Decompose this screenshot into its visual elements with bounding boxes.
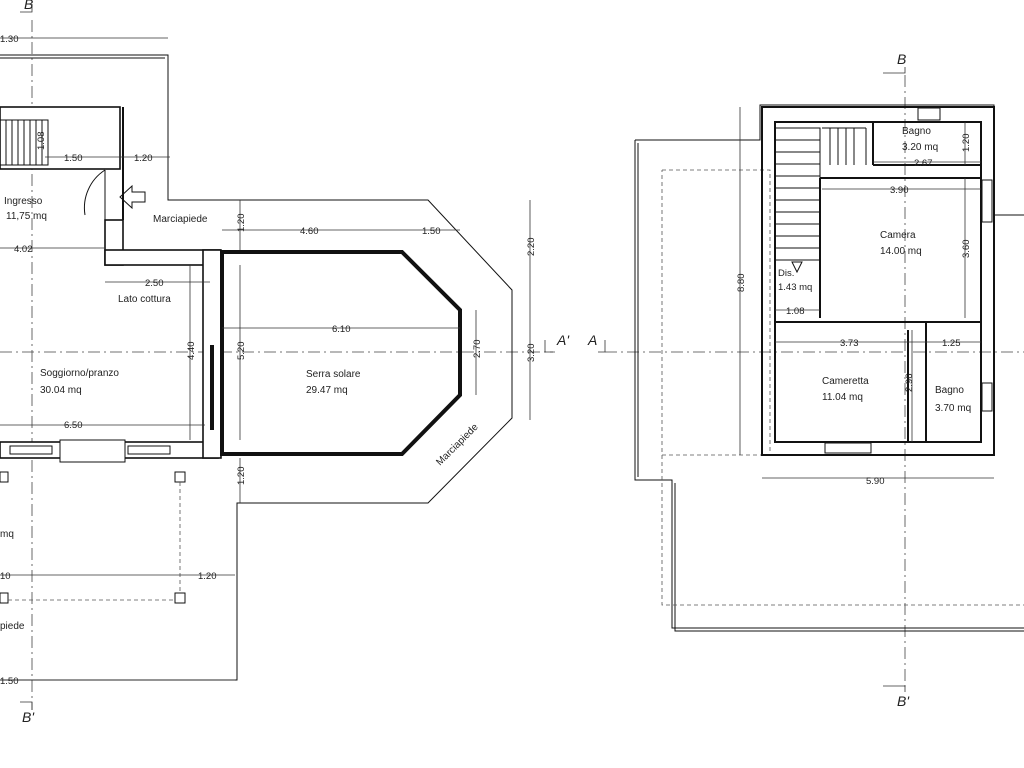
window <box>824 442 872 454</box>
section-b-top-right: B <box>897 51 906 67</box>
solar-greenhouse-glazing <box>220 250 462 456</box>
dim-text: 10 <box>0 571 11 582</box>
room-name-cameretta: Cameretta <box>822 376 869 387</box>
entrance-door-swing <box>83 169 106 216</box>
stair-down-arrow-icon <box>791 261 803 274</box>
first-floor-dimension-lines <box>739 107 994 479</box>
dim-text: 2.67 <box>914 158 933 169</box>
roof-outline <box>635 104 1024 216</box>
portico <box>0 471 186 604</box>
dim-text: 6.50 <box>64 420 83 431</box>
terrace-outline <box>0 54 513 681</box>
label-marciapiede: Marciapiede <box>153 214 208 225</box>
ground-dimension-lines <box>0 37 531 681</box>
dim-text: 1.20 <box>961 134 972 153</box>
dim-text: 8.80 <box>736 274 747 293</box>
window <box>59 439 126 463</box>
room-area-serra: 29.47 mq <box>306 385 348 396</box>
room-name-camera: Camera <box>880 230 916 241</box>
dim-text: 4.02 <box>14 244 33 255</box>
room-name-bagno-1: Bagno <box>902 126 931 137</box>
first-floor-plan: Bagno 3.20 mq Camera 14.00 mq Dis. 1.43 … <box>634 104 1024 632</box>
section-a: A <box>587 332 597 348</box>
window <box>981 382 993 412</box>
dim-text: 6.10 <box>332 324 351 335</box>
dim-text: 3.60 <box>961 240 972 259</box>
room-name-dis: Dis. <box>778 268 794 279</box>
dim-text: 2.96 <box>904 374 915 393</box>
dim-text: 2.20 <box>526 238 537 257</box>
dim-text: 1.50 <box>64 153 83 164</box>
dim-text: 1.08 <box>36 132 47 151</box>
dim-text: 1.25 <box>942 338 961 349</box>
dim-text: 5.20 <box>236 342 247 361</box>
dim-text: 1.20 <box>198 571 217 582</box>
dim-text: 5.90 <box>866 476 885 487</box>
dim-text: 1.20 <box>236 467 247 486</box>
entrance-arrow-icon <box>119 184 146 210</box>
window <box>9 445 53 455</box>
room-area-partial: mq <box>0 529 14 540</box>
window <box>127 445 171 455</box>
room-area-bagno-1: 3.20 mq <box>902 142 938 153</box>
section-b-top-left: B <box>24 0 33 12</box>
room-name-bagno-2: Bagno <box>935 385 964 396</box>
ground-stairs <box>0 119 49 166</box>
room-name-ingresso: Ingresso <box>4 196 43 207</box>
window <box>981 179 993 223</box>
dim-text: 3.90 <box>890 185 909 196</box>
section-b-bottom-right: B' <box>897 693 910 709</box>
dim-text: 1.50 <box>422 226 441 237</box>
room-area-soggiorno: 30.04 mq <box>40 385 82 396</box>
ground-floor-plan: Ingresso 11,75 mq Marciapiede Lato cottu… <box>0 34 537 687</box>
dim-text: 1.08 <box>786 306 805 317</box>
section-a-prime: A' <box>556 332 570 348</box>
dim-text: 1.50 <box>0 676 19 687</box>
room-area-ingresso: 11,75 mq <box>6 211 47 222</box>
dim-text: 1.20 <box>134 153 153 164</box>
label-marciapiede-diagonal: Marciapiede <box>434 422 481 469</box>
dim-text: 3.73 <box>840 338 859 349</box>
window <box>917 107 941 121</box>
room-name-lato-cottura: Lato cottura <box>118 294 171 305</box>
dim-text: 1.30 <box>0 34 19 45</box>
ground-floor-walls <box>0 106 222 459</box>
room-area-bagno-2: 3.70 mq <box>935 403 971 414</box>
room-name-soggiorno: Soggiorno/pranzo <box>40 368 119 379</box>
room-area-dis: 1.43 mq <box>778 282 812 293</box>
dim-text: 4.40 <box>186 342 197 361</box>
room-area-cameretta: 11.04 mq <box>822 392 863 403</box>
room-name-serra: Serra solare <box>306 369 361 380</box>
first-floor-stairs <box>774 127 867 274</box>
dim-text: 1.20 <box>236 214 247 233</box>
dim-text: 2.50 <box>145 278 164 289</box>
label-marciapiede-partial: piede <box>0 621 25 632</box>
room-area-camera: 14.00 mq <box>880 246 922 257</box>
dim-text: 4.60 <box>300 226 319 237</box>
section-b-bottom-left: B' <box>22 709 35 725</box>
dim-text: 2.70 <box>472 340 483 359</box>
dim-text: 3.20 <box>526 344 537 363</box>
